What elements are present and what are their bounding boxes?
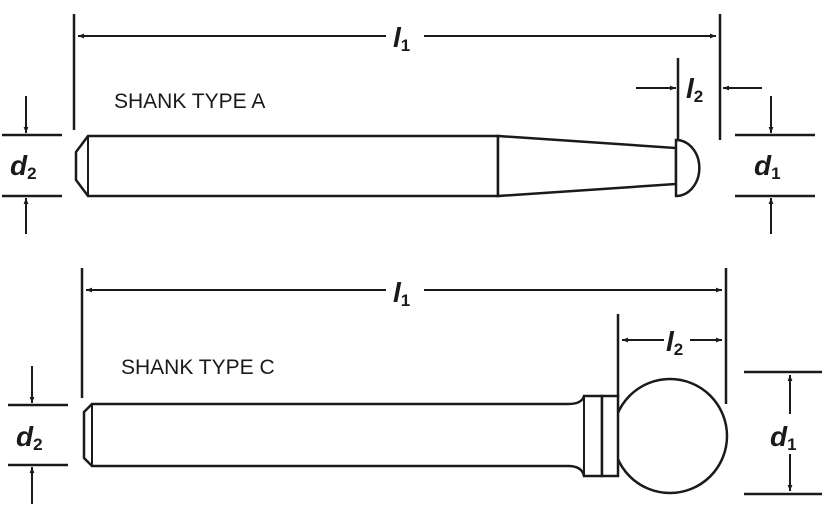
shank-a-cylinder bbox=[74, 134, 500, 198]
shank-type-c: l1 l2 SHANK TYPE C d2 d1 bbox=[8, 268, 822, 504]
shank-c-collar bbox=[600, 394, 620, 478]
shank-type-a-title: SHANK TYPE A bbox=[114, 90, 265, 113]
shank-type-a: l1 l2 SHANK TYPE A d2 d1 bbox=[2, 14, 815, 234]
d1-label: d1 bbox=[770, 421, 797, 454]
shank-a-taper-neck bbox=[496, 134, 678, 198]
d1-label: d1 bbox=[754, 150, 781, 183]
shank-c-ball-head bbox=[611, 377, 729, 495]
l1-label: l1 bbox=[393, 277, 410, 310]
shank-a-ball-head bbox=[674, 138, 701, 198]
l2-label: l2 bbox=[666, 326, 683, 359]
d2-label: d2 bbox=[10, 150, 37, 183]
l2-label: l2 bbox=[686, 73, 703, 106]
l1-label: l1 bbox=[393, 22, 410, 55]
shank-type-c-title: SHANK TYPE C bbox=[121, 356, 275, 379]
shank-c-cylinder bbox=[82, 394, 604, 478]
d2-label: d2 bbox=[16, 421, 43, 454]
